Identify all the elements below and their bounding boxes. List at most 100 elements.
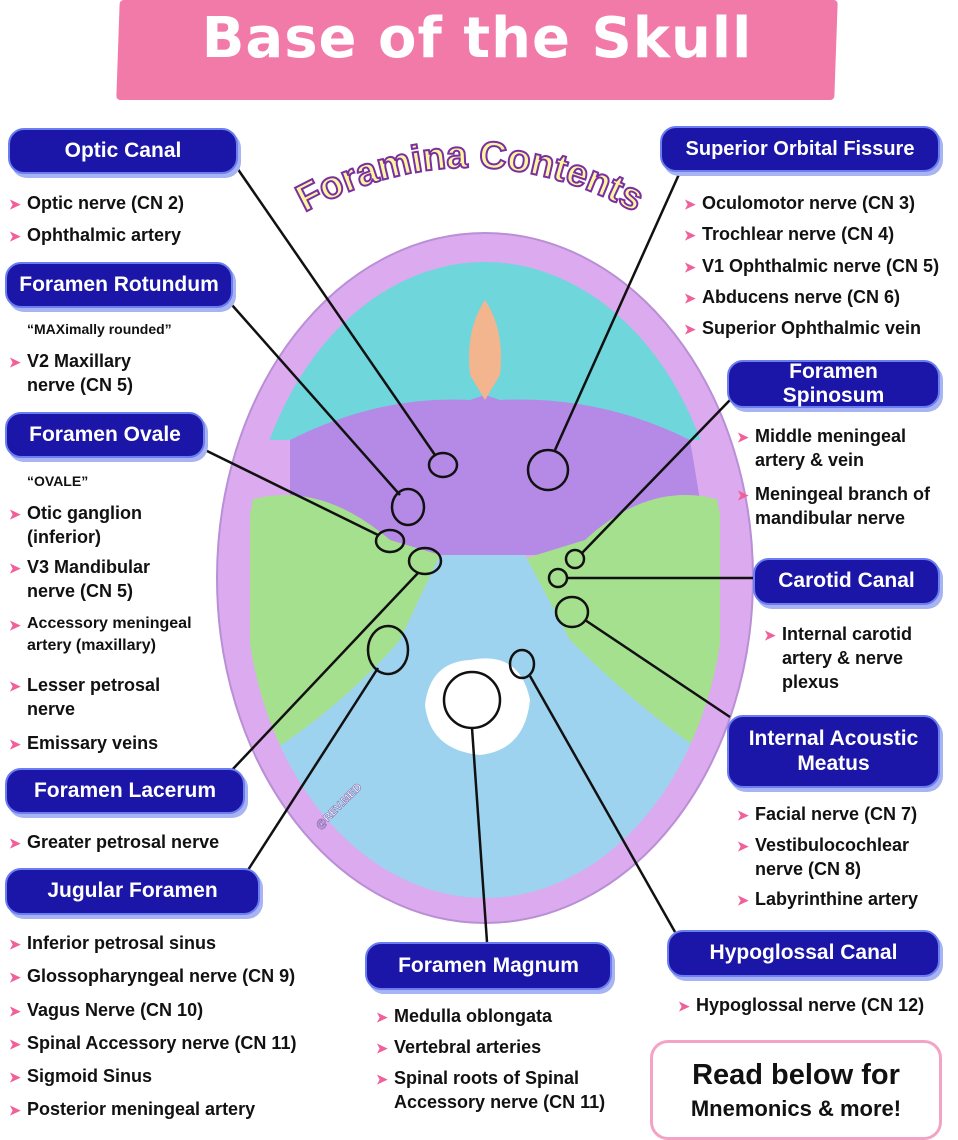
list-item: ➤Optic nerve (CN 2) [9, 191, 184, 215]
list-item: ➤V3 Mandibular nerve (CN 5) [9, 557, 151, 601]
arrow-icon: ➤ [684, 321, 696, 337]
circle-sof [526, 448, 570, 492]
arrow-icon: ➤ [684, 259, 696, 275]
pointer-iam [584, 618, 731, 719]
list-item: ➤Hypoglossal nerve (CN 12) [678, 993, 924, 1017]
circle-ovale [374, 528, 406, 554]
list-item: ➤Otic ganglion (inferior) [9, 503, 142, 547]
pointer-spinosum [581, 399, 731, 554]
read-more-line1: Read below for [692, 1059, 900, 1091]
list-item: ➤Spinal Accessory nerve (CN 11) [9, 1031, 296, 1055]
arrow-icon: ➤ [9, 1036, 21, 1052]
arrow-icon: ➤ [678, 998, 690, 1014]
list-item: ➤Ophthalmic artery [9, 223, 181, 247]
arrow-icon: ➤ [684, 196, 696, 212]
crista-galli [469, 300, 501, 400]
arrow-icon: ➤ [9, 678, 21, 694]
list-item: ➤Accessory meningeal artery (maxillary) [9, 615, 192, 654]
circle-carotid [547, 567, 569, 589]
petrous-left [250, 495, 440, 760]
list-item: ➤V1 Ophthalmic nerve (CN 5) [684, 254, 939, 278]
circle-magnum [442, 670, 502, 730]
label-jugular-foramen: Jugular Foramen [5, 868, 260, 915]
arrow-icon: ➤ [9, 560, 21, 576]
pointer-rotundum [231, 304, 401, 496]
arrow-icon: ➤ [684, 290, 696, 306]
arrow-icon: ➤ [376, 1071, 388, 1087]
list-item: ➤Labyrinthine artery [737, 887, 918, 911]
list-item: ➤Medulla oblongata [376, 1004, 552, 1028]
arrow-icon: ➤ [764, 627, 776, 643]
mnemonic-note: “MAXimally rounded” [27, 321, 172, 337]
arrow-icon: ➤ [737, 429, 749, 445]
circle-rotundum [390, 487, 426, 527]
list-item: ➤Inferior petrosal sinus [9, 931, 216, 955]
arrow-icon: ➤ [9, 1003, 21, 1019]
arrow-icon: ➤ [9, 196, 21, 212]
list-item: ➤Vertebral arteries [376, 1035, 541, 1059]
list-item: ➤Emissary veins [9, 731, 158, 755]
list-item: ➤Internal carotid artery & nerve plexus [764, 624, 913, 692]
arrow-icon: ➤ [9, 969, 21, 985]
list-item: ➤Facial nerve (CN 7) [737, 802, 917, 826]
list-item: ➤Vestibulocochlear nerve (CN 8) [737, 835, 910, 879]
pointer-optic [233, 164, 437, 456]
list-item: ➤Sigmoid Sinus [9, 1064, 152, 1088]
arrow-icon: ➤ [737, 807, 749, 823]
arrow-icon: ➤ [9, 936, 21, 952]
arrow-icon: ➤ [737, 487, 749, 503]
list-item: ➤Trochlear nerve (CN 4) [684, 222, 894, 246]
arrow-icon: ➤ [737, 892, 749, 908]
label-hypoglossal-canal: Hypoglossal Canal [667, 930, 940, 977]
list-item: ➤Greater petrosal nerve [9, 830, 219, 854]
arrow-icon: ➤ [737, 838, 749, 854]
arrow-icon: ➤ [684, 227, 696, 243]
arrow-icon: ➤ [9, 835, 21, 851]
arrow-icon: ➤ [376, 1009, 388, 1025]
arrow-icon: ➤ [376, 1040, 388, 1056]
petrous-right [520, 495, 720, 760]
label-foramen-ovale: Foramen Ovale [5, 412, 205, 458]
arrow-icon: ➤ [9, 228, 21, 244]
label-foramen-rotundum: Foramen Rotundum [5, 262, 233, 308]
label-carotid-canal: Carotid Canal [753, 558, 940, 605]
pointer-ovale [204, 448, 379, 537]
read-more-callout: Read below for Mnemonics & more! [650, 1040, 942, 1140]
list-item: ➤Superior Ophthalmic vein [684, 316, 921, 340]
circle-optic [427, 451, 459, 479]
list-item: ➤Abducens nerve (CN 6) [684, 285, 900, 309]
pointer-lacerum [231, 572, 419, 771]
list-item: ➤V2 Maxillary nerve (CN 5) [9, 351, 134, 395]
pointer-sof [553, 171, 682, 451]
list-item: ➤Vagus Nerve (CN 10) [9, 998, 203, 1022]
pointer-jugular [246, 667, 380, 871]
label-internal-acoustic-meatus: Internal Acoustic Meatus [727, 715, 940, 788]
label-optic-canal: Optic Canal [8, 128, 238, 174]
arrow-icon: ➤ [9, 617, 21, 633]
circle-spinosum [564, 548, 586, 570]
list-item: ➤Meningeal branch of mandibular nerve [737, 484, 931, 528]
pointer-magnum [470, 727, 489, 943]
mnemonic-note: “OVALE” [27, 473, 89, 489]
label-superior-orbital-fissure: Superior Orbital Fissure [660, 126, 940, 172]
circle-hypoglossal [508, 648, 536, 680]
list-item: ➤Oculomotor nerve (CN 3) [684, 191, 915, 215]
arrow-icon: ➤ [9, 1069, 21, 1085]
list-item: ➤Middle meningeal artery & vein [737, 426, 907, 470]
circle-jugular [366, 624, 410, 676]
list-item: ➤Lesser petrosal nerve [9, 675, 161, 719]
pointer-hypoglossal [528, 675, 677, 933]
subtitle: Foramina Contents [290, 134, 651, 220]
read-more-line2: Mnemonics & more! [690, 1096, 902, 1121]
list-item: ➤Glossopharyngeal nerve (CN 9) [9, 964, 295, 988]
circle-iam [554, 595, 590, 629]
label-foramen-magnum: Foramen Magnum [365, 942, 612, 990]
arrow-icon: ➤ [9, 1102, 21, 1118]
arrow-icon: ➤ [9, 736, 21, 752]
label-foramen-lacerum: Foramen Lacerum [5, 768, 245, 814]
arrow-icon: ➤ [9, 354, 21, 370]
list-item: ➤Posterior meningeal artery [9, 1097, 255, 1121]
list-item: ➤Spinal roots of Spinal Accessory nerve … [376, 1068, 606, 1112]
label-foramen-spinosum: Foramen Spinosum [727, 360, 940, 408]
